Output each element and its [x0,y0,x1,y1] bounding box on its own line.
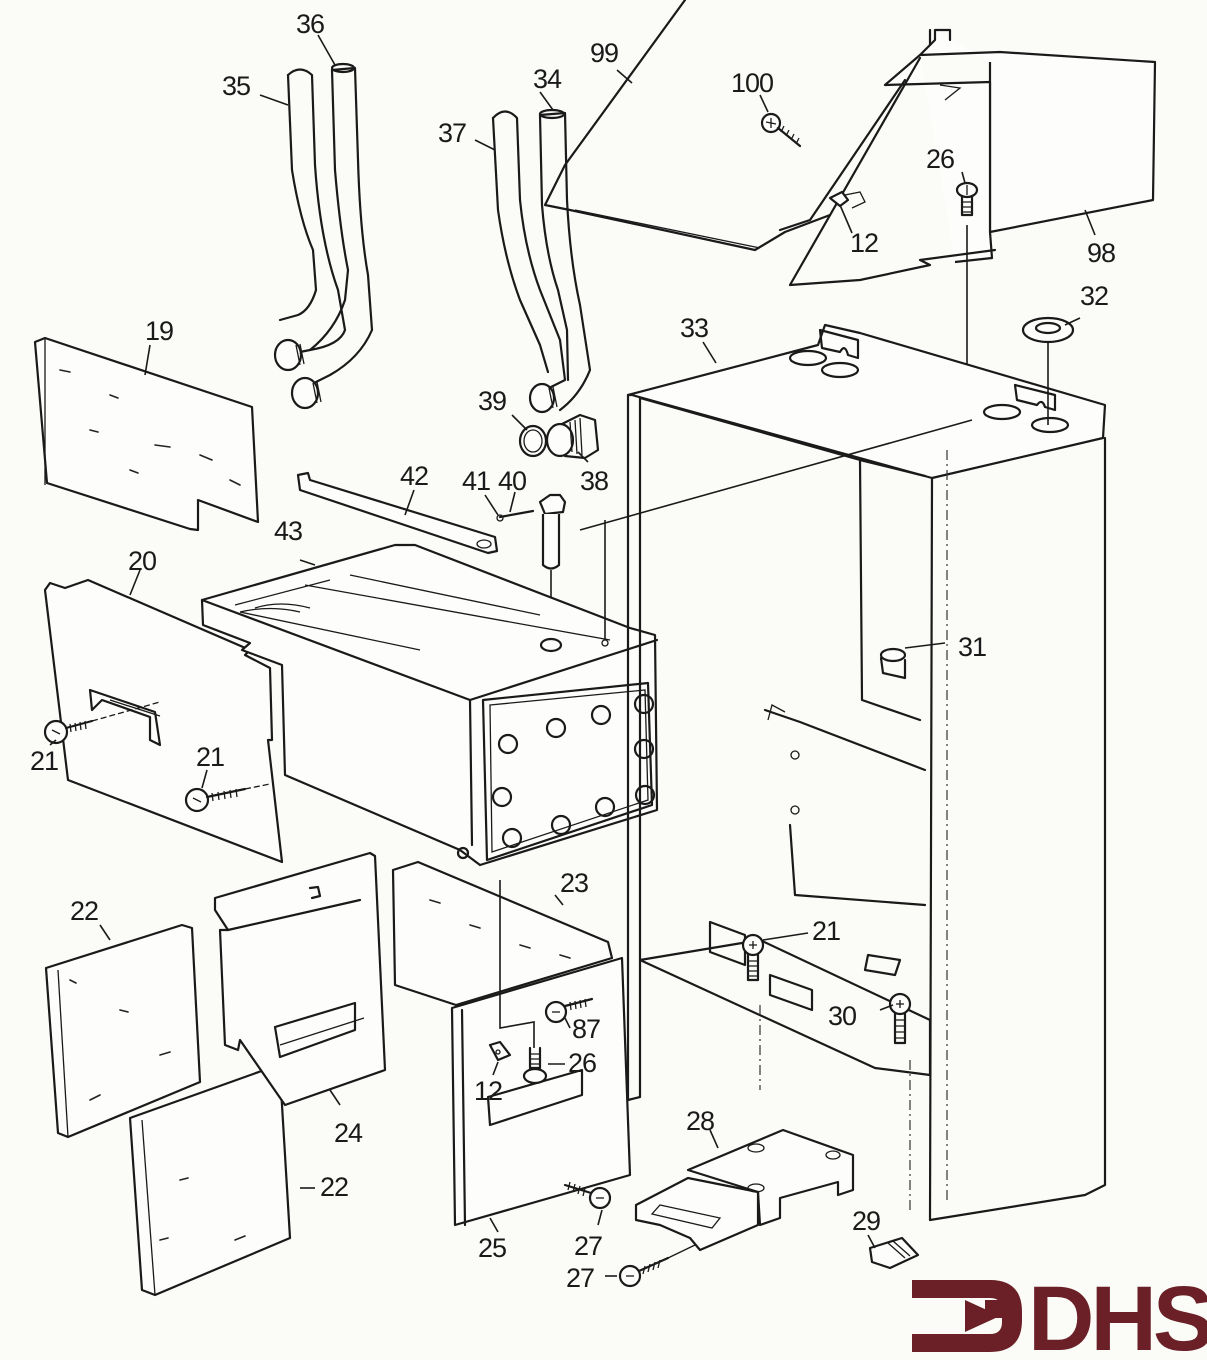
label-36: 36 [296,9,324,39]
bolt-heads [491,693,656,849]
arrow-bracket-icon [912,1280,1022,1352]
dhs-logo: DHS [912,1268,1207,1360]
part-21-screw-left-b [184,783,271,813]
part-19-insulation-panel [33,336,260,532]
part-43-heat-exchanger [200,520,659,867]
part-34-37-pipes [491,108,592,414]
label-25: 25 [478,1233,506,1263]
part-42-retaining-bar [296,471,499,555]
label-22-b: 22 [320,1172,348,1202]
label-37: 37 [438,118,466,148]
part-32-grommet [1021,316,1075,425]
part-38-union [545,413,600,460]
part-27-screw-b [618,1244,696,1288]
label-34: 34 [533,64,562,94]
label-41: 41 [462,466,490,496]
label-21-right: 21 [812,916,840,946]
label-29: 29 [852,1206,880,1236]
label-33: 33 [680,313,708,343]
label-27-b: 27 [566,1263,594,1293]
part-24-inner-panel [213,851,387,1107]
label-31: 31 [958,632,986,662]
part-27-screw-a [563,1181,612,1210]
leader-lines [49,34,1096,1277]
label-23: 23 [560,868,588,898]
part-98-flue-hood [778,28,1157,287]
label-32: 32 [1080,281,1108,311]
label-20: 20 [128,546,156,576]
part-20-side-panel [43,578,284,864]
part-12-clip-top [828,190,866,209]
label-100: 100 [731,68,773,98]
part-26-screw-lower [522,1046,548,1085]
label-35: 35 [222,71,250,101]
part-35-36-pipes [273,62,374,410]
label-98: 98 [1087,238,1115,268]
label-39: 39 [478,386,506,416]
label-19: 19 [145,316,173,346]
label-26-lower: 26 [568,1048,596,1078]
part-12-clip-lower [488,1040,512,1062]
part-23-lower-panel [391,860,614,1007]
part-41-split-pin [496,509,535,522]
label-87: 87 [572,1014,600,1044]
part-22-insulation-panel-a [44,923,202,1139]
part-30-screw [888,992,912,1045]
label-42: 42 [400,461,428,491]
label-24: 24 [334,1118,363,1148]
label-26-top: 26 [926,144,954,174]
label-30: 30 [828,1001,856,1031]
part-21-screw-left-a [43,701,161,745]
label-43: 43 [274,516,302,546]
label-99: 99 [590,38,618,68]
part-87-screw [544,997,594,1024]
label-22-a: 22 [70,896,98,926]
logo-text: DHS [1028,1268,1207,1360]
label-28: 28 [686,1106,714,1136]
part-33-outer-casing [579,323,1107,1222]
part-39-washer [518,424,548,458]
part-31-clip [879,647,907,680]
part-21-screw-right [741,933,765,982]
label-21-left-a: 21 [30,746,58,776]
label-38: 38 [580,466,608,496]
label-21-left-b: 21 [196,742,224,772]
part-100-screw [760,112,802,148]
part-99-top-cover [543,0,832,252]
label-27-a: 27 [574,1231,602,1261]
label-40: 40 [498,466,526,496]
part-labels: 36 35 99 34 37 100 26 12 98 32 33 19 39 … [30,9,1116,1293]
label-12-top: 12 [850,228,878,258]
part-29-foot [868,1236,920,1270]
part-25-lower-front-panel [450,880,632,1227]
part-22-insulation-panel-b [128,1066,292,1297]
label-12-lower: 12 [474,1076,502,1106]
part-28-base-tray [634,1128,855,1252]
